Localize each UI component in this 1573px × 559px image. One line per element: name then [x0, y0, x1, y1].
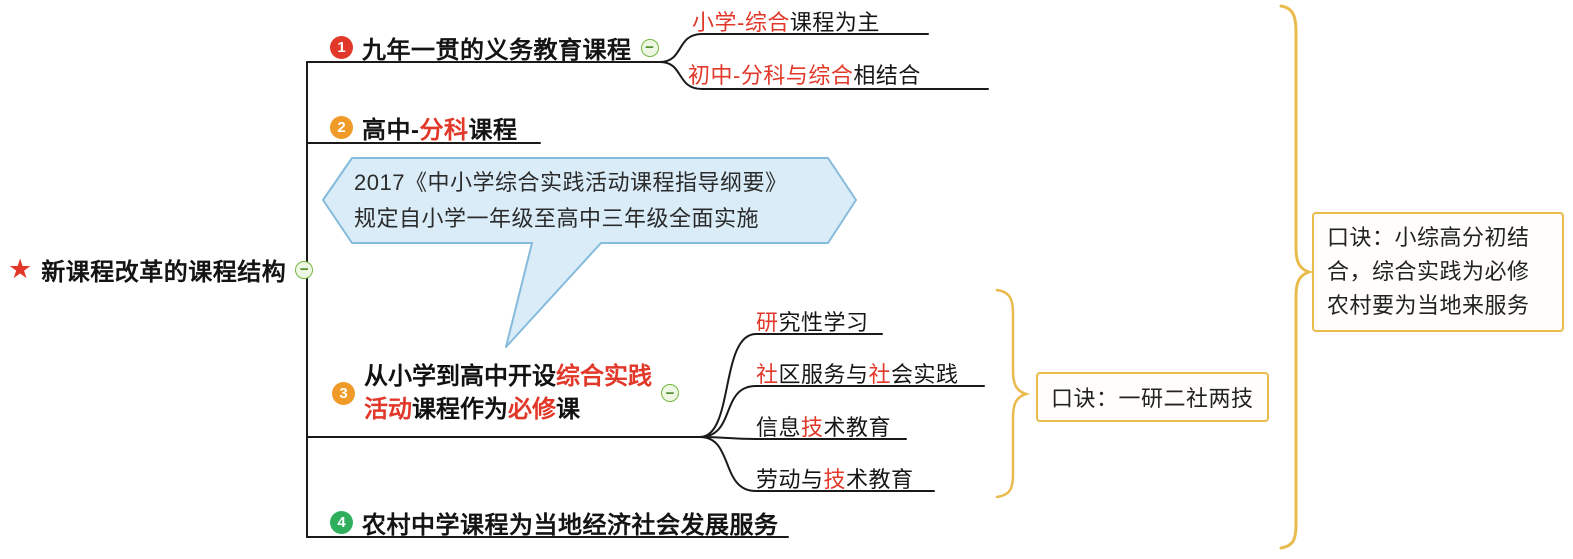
- text-segment: 技: [823, 467, 847, 492]
- text-segment: 社: [756, 362, 779, 387]
- text-segment: 必修: [508, 396, 556, 423]
- branch3-child3-line: [699, 436, 907, 440]
- badge-number-3: 3: [332, 381, 355, 405]
- text-segment: 分科: [419, 117, 469, 144]
- badge-number-1: 1: [330, 36, 353, 59]
- branch1-label: 九年一贯的义务教育课程: [362, 37, 632, 64]
- text-segment: 区服务与: [778, 362, 869, 387]
- branch1-child1-topic[interactable]: 小学-综合课程为主: [692, 5, 880, 37]
- mnemonic-note-summary[interactable]: 口诀：小综高分初结合，综合实践为必修农村要为当地来服务: [1312, 212, 1564, 332]
- branch3-child3-topic[interactable]: 信息技术教育: [756, 410, 891, 442]
- branch3-child2-line: [699, 385, 985, 438]
- branch2-topic[interactable]: 2 高中-分科课程: [330, 110, 518, 145]
- text-segment: 劳动与: [756, 467, 824, 492]
- branch3-child1-topic[interactable]: 研究性学习: [756, 305, 869, 337]
- text-segment: 课程作为: [412, 396, 508, 423]
- callout-line1: 2017《中小学综合实践活动课程指导纲要》: [354, 170, 788, 195]
- text-segment: 从小学到高中开设: [364, 363, 556, 390]
- text-segment: 高中-: [362, 117, 420, 144]
- callout-line2: 规定自小学一年级至高中三年级全面实施: [354, 206, 760, 231]
- text-segment: 课程: [468, 117, 518, 144]
- text-segment: 术教育: [823, 415, 892, 440]
- callout-topic[interactable]: 2017《中小学综合实践活动课程指导纲要》 规定自小学一年级至高中三年级全面实施: [354, 165, 787, 237]
- text-segment: 初中-分科与综合: [688, 63, 854, 88]
- note-text: 口诀：小综高分初结合，综合实践为必修农村要为当地来服务: [1327, 225, 1530, 318]
- text-segment: 相结合: [853, 63, 921, 88]
- branch3-child4-topic[interactable]: 劳动与技术教育: [756, 462, 914, 494]
- branch1-child1-line: [659, 33, 929, 63]
- text-segment: 会实践: [891, 362, 959, 387]
- text-segment: 信息: [756, 415, 802, 440]
- star-icon: ★: [8, 254, 33, 284]
- note-text: 口诀：一研二社两技: [1051, 386, 1254, 411]
- branch3-topic[interactable]: 3 从小学到高中开设综合实践 活动课程作为必修课 −: [332, 360, 679, 426]
- text-segment: 活动: [364, 396, 412, 423]
- branch-lines: [298, 33, 989, 538]
- badge-number-2: 2: [330, 116, 353, 139]
- branch3-child1-line: [699, 333, 883, 438]
- branch4-topic[interactable]: 4 农村中学课程为当地经济社会发展服务: [330, 505, 779, 540]
- text-segment: 社: [868, 362, 892, 387]
- branch3-child4-line: [699, 436, 935, 492]
- collapse-icon-branch3[interactable]: −: [661, 384, 679, 402]
- badge-number-4: 4: [330, 511, 353, 534]
- branch3-child2-topic[interactable]: 社区服务与社会实践: [756, 357, 959, 389]
- text-segment: 小学-综合: [692, 10, 790, 35]
- text-segment: 技: [801, 415, 824, 440]
- text-segment: 术教育: [846, 467, 914, 492]
- branch1-child2-line: [659, 61, 989, 90]
- collapse-icon-root[interactable]: −: [295, 260, 314, 279]
- callout-balloon-shape[interactable]: [322, 157, 857, 348]
- small-brace: [995, 288, 1031, 499]
- branch1-topic[interactable]: 1 九年一贯的义务教育课程 −: [330, 30, 659, 65]
- branch4-label: 农村中学课程为当地经济社会发展服务: [362, 512, 779, 539]
- text-segment: 研: [756, 310, 779, 335]
- text-segment: 综合实践: [556, 363, 652, 390]
- root-label: 新课程改革的课程结构: [41, 259, 287, 286]
- text-segment: 课程为主: [789, 10, 880, 35]
- text-segment: 究性学习: [778, 310, 869, 335]
- text-segment: 课: [556, 396, 580, 423]
- branch1-child2-topic[interactable]: 初中-分科与综合相结合: [688, 58, 921, 90]
- mnemonic-note-branch3[interactable]: 口诀：一研二社两技: [1036, 372, 1269, 422]
- collapse-icon-branch1[interactable]: −: [640, 38, 659, 57]
- root-topic[interactable]: ★ 新课程改革的课程结构 −: [8, 252, 314, 287]
- big-brace: [1279, 4, 1315, 550]
